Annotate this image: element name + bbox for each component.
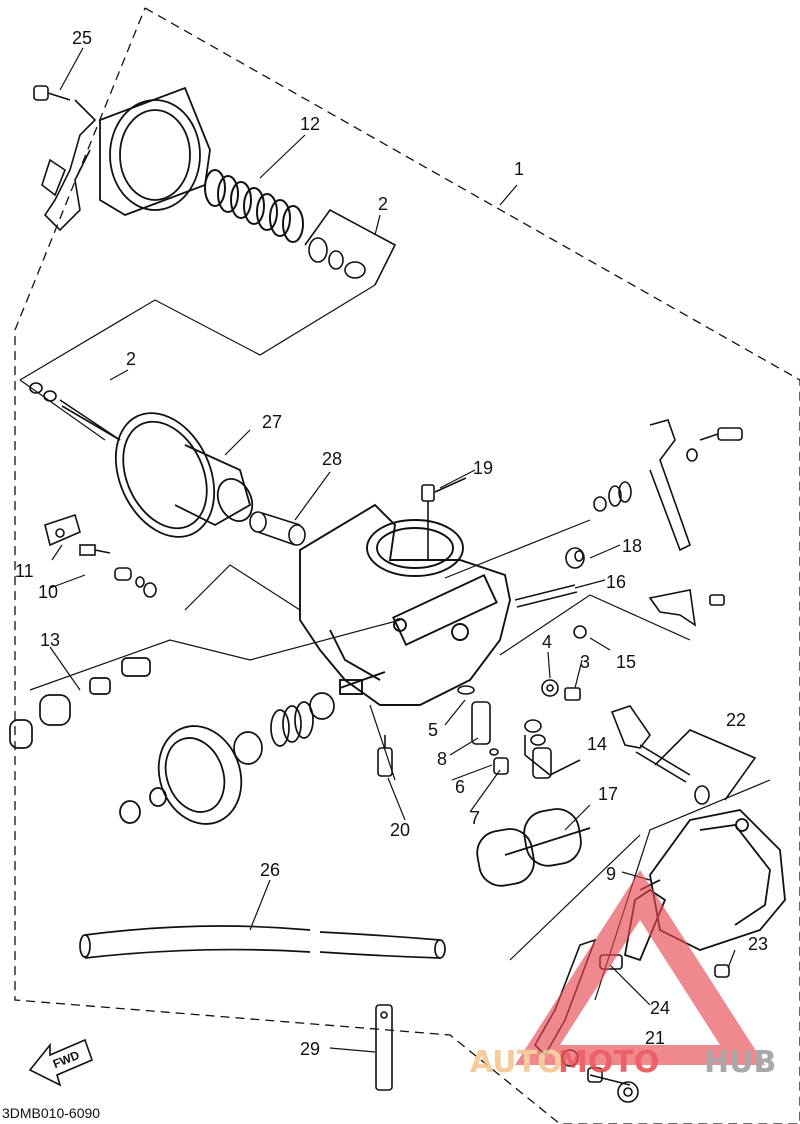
watermark-hub: HUB bbox=[704, 1045, 776, 1080]
callout-9: 9 bbox=[606, 864, 616, 884]
part-28-pin bbox=[249, 511, 306, 546]
callout-16: 16 bbox=[606, 572, 626, 592]
callout-21: 21 bbox=[645, 1028, 665, 1048]
callout-4: 4 bbox=[542, 632, 552, 652]
part-2-needle-set bbox=[29, 382, 121, 441]
callout-2-lower: 2 bbox=[126, 349, 136, 369]
part-5-8-6-7 bbox=[457, 685, 509, 775]
part-spring-washers bbox=[233, 692, 335, 765]
leader-lines bbox=[19, 284, 771, 1001]
callout-29: 29 bbox=[300, 1039, 320, 1059]
callout-26: 26 bbox=[260, 860, 280, 880]
callout-18: 18 bbox=[622, 536, 642, 556]
callout-13: 13 bbox=[40, 630, 60, 650]
watermark-moto: MOTO bbox=[558, 1045, 659, 1080]
part-19-screw bbox=[421, 477, 467, 560]
watermark-logo: AUTO MOTO HUB bbox=[470, 870, 776, 1080]
warning-triangle-icon bbox=[515, 870, 765, 1065]
callout-24: 24 bbox=[650, 998, 670, 1018]
callout-2-upper: 2 bbox=[378, 194, 388, 214]
part-top-cover bbox=[99, 86, 211, 216]
part-bracket-right bbox=[648, 589, 725, 627]
callout-25: 25 bbox=[72, 28, 92, 48]
callout-leaders bbox=[49, 47, 736, 1053]
callout-17: 17 bbox=[598, 784, 618, 804]
callout-8: 8 bbox=[437, 749, 447, 769]
callout-1: 1 bbox=[514, 159, 524, 179]
fwd-arrow-icon bbox=[28, 1038, 94, 1087]
carburetor-body bbox=[299, 503, 511, 706]
assembly-boundary bbox=[14, 7, 800, 1124]
part-22-screw-set bbox=[610, 705, 757, 805]
part-throttle-linkage bbox=[593, 419, 743, 552]
callout-19: 19 bbox=[473, 458, 493, 478]
part-13-set bbox=[9, 657, 151, 749]
part-25-bracket bbox=[33, 85, 97, 232]
callout-labels: 25 12 1 2 2 27 28 19 11 10 18 16 13 4 3 … bbox=[15, 28, 768, 1059]
callout-5: 5 bbox=[428, 720, 438, 740]
part-18-cap bbox=[565, 547, 585, 569]
fwd-arrow: FWD bbox=[28, 1038, 94, 1087]
callout-3: 3 bbox=[580, 652, 590, 672]
part-14-needle-valve bbox=[524, 719, 581, 779]
part-12-spring bbox=[204, 169, 304, 243]
callout-7: 7 bbox=[470, 808, 480, 828]
callout-27: 27 bbox=[262, 412, 282, 432]
callout-12: 12 bbox=[300, 114, 320, 134]
part-16-rod bbox=[514, 584, 578, 608]
part-26-hose bbox=[79, 925, 446, 959]
watermark-auto: AUTO bbox=[470, 1045, 563, 1080]
part-27-diaphragm bbox=[114, 412, 254, 538]
part-2-upper-set bbox=[304, 208, 397, 286]
callout-23: 23 bbox=[748, 934, 768, 954]
part-29-strip bbox=[375, 1004, 393, 1091]
callout-14: 14 bbox=[587, 734, 607, 754]
callout-15: 15 bbox=[616, 652, 636, 672]
callout-22: 22 bbox=[726, 710, 746, 730]
part-float-cover bbox=[119, 725, 243, 825]
part-10-11 bbox=[44, 513, 157, 598]
part-3-4-15 bbox=[541, 625, 587, 701]
callout-28: 28 bbox=[322, 449, 342, 469]
drawing-code: 3DMB010-6090 bbox=[2, 1105, 100, 1121]
part-20-jet bbox=[377, 735, 393, 777]
callout-10: 10 bbox=[38, 582, 58, 602]
callout-6: 6 bbox=[455, 777, 465, 797]
part-17-float bbox=[476, 808, 591, 887]
callout-20: 20 bbox=[390, 820, 410, 840]
callout-11: 11 bbox=[15, 561, 34, 581]
